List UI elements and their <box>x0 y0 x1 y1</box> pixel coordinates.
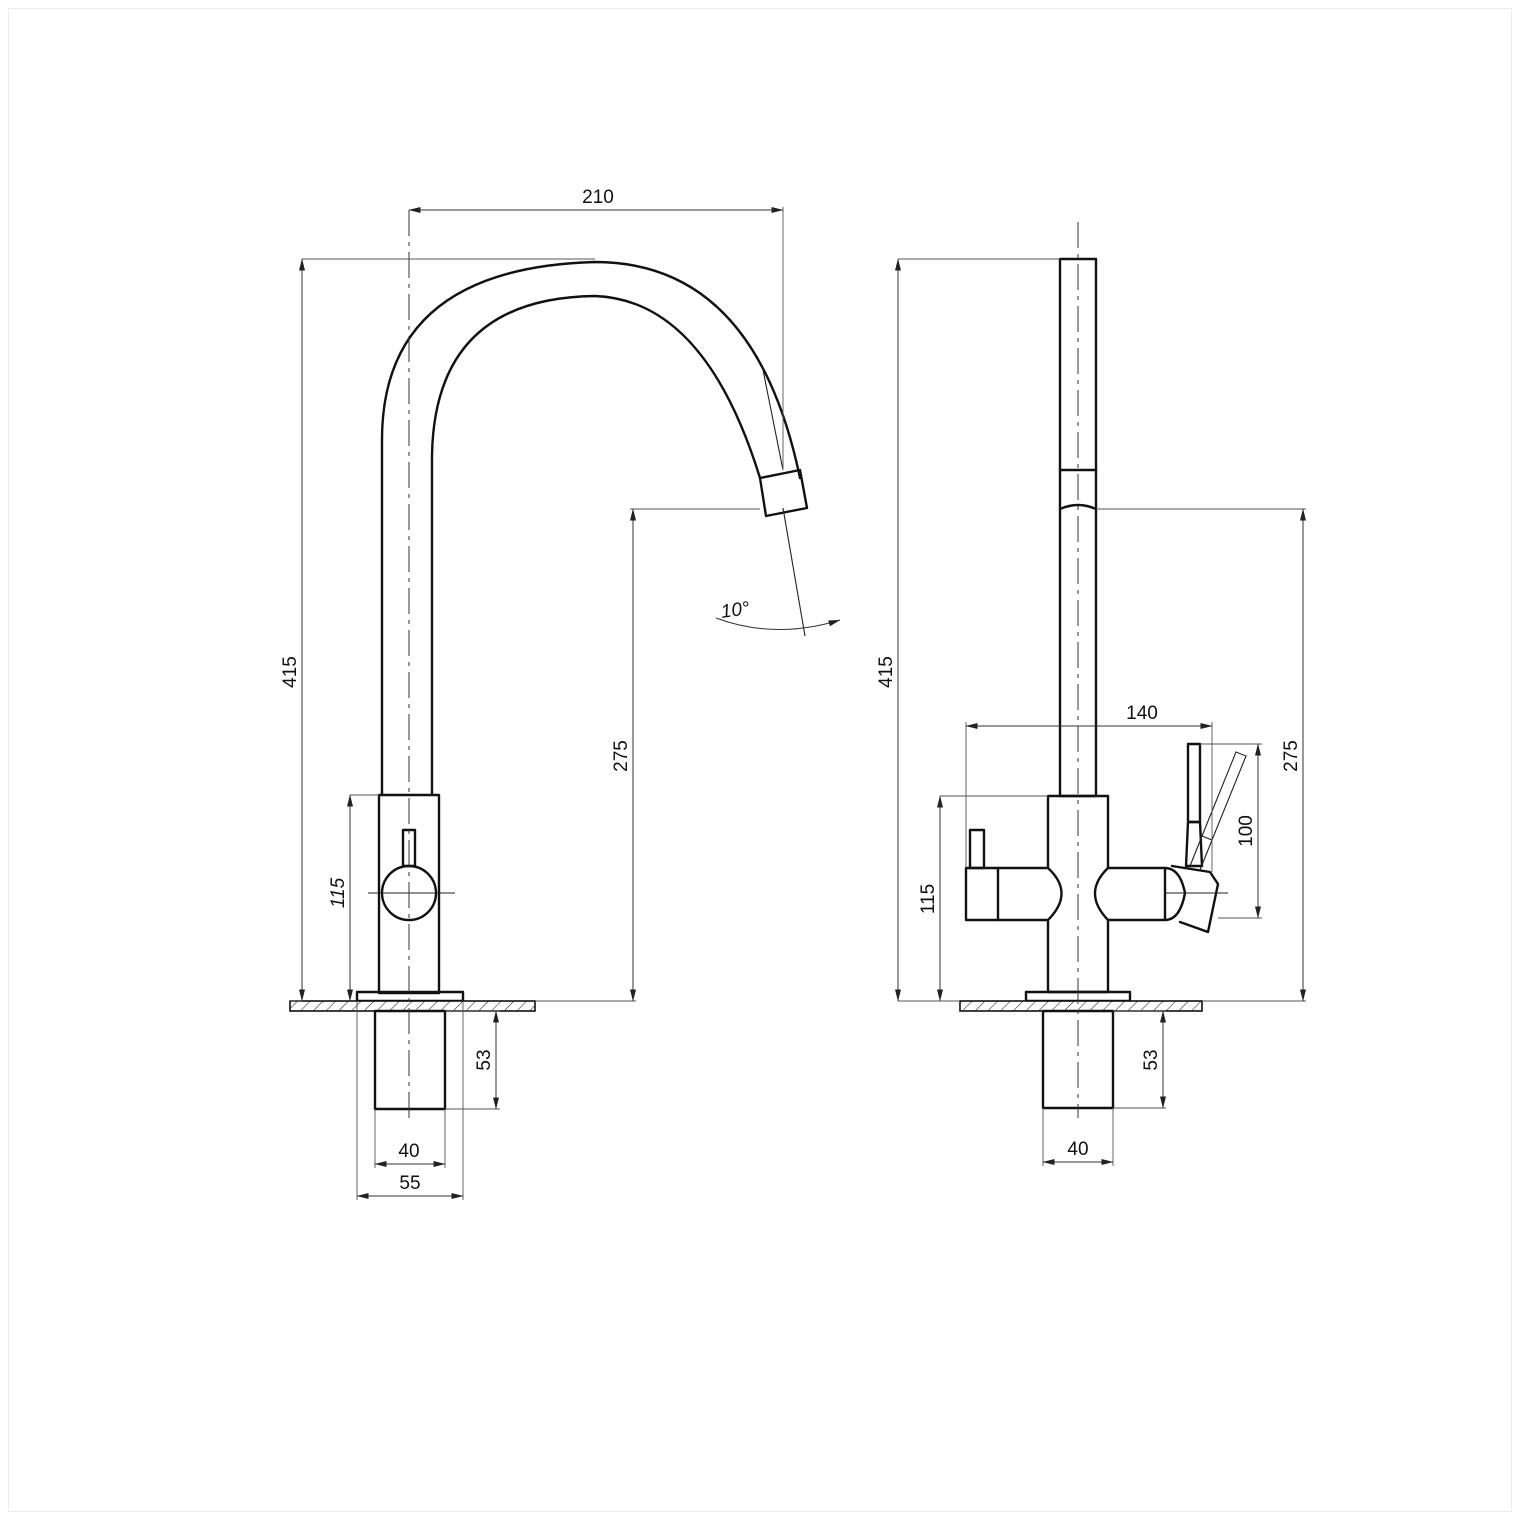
label-side-outlet-height: 275 <box>1281 740 1302 772</box>
label-front-handle-height: 115 <box>328 877 349 908</box>
side-right-joint <box>1170 864 1220 934</box>
front-spout-inner <box>430 294 762 797</box>
front-angle-arc <box>715 617 841 630</box>
front-spout-axis <box>761 364 784 471</box>
label-front-below-deck: 53 <box>474 1049 495 1070</box>
label-side-body-width: 140 <box>1126 703 1158 724</box>
front-shank <box>373 1009 447 1111</box>
label-side-body-height: 115 <box>918 884 939 914</box>
front-outlet-axis <box>782 507 806 637</box>
front-aerator <box>758 468 809 518</box>
side-view: 415 115 140 100 275 53 40 <box>876 222 1306 1166</box>
front-spout-outer <box>380 260 802 797</box>
label-front-base-diameter: 55 <box>399 1173 420 1194</box>
label-side-overall-height: 415 <box>876 656 897 688</box>
side-left-lever <box>968 828 986 870</box>
label-spout-angle: 10° <box>720 598 752 623</box>
label-spout-reach: 210 <box>582 187 614 208</box>
label-front-overall-height: 415 <box>280 656 301 688</box>
side-right-cap <box>1163 866 1187 922</box>
label-front-shank-diameter: 40 <box>398 1141 419 1162</box>
side-right-lever <box>1186 742 1202 824</box>
label-side-below-deck: 53 <box>1141 1049 1162 1070</box>
side-deck <box>959 1000 1203 1012</box>
side-left-arm <box>964 866 1063 922</box>
side-right-arm <box>1093 866 1167 922</box>
front-deck <box>289 1000 536 1012</box>
side-aerator-bottom <box>1058 503 1098 511</box>
label-side-shank-diameter: 40 <box>1067 1139 1088 1160</box>
label-front-outlet-height: 275 <box>611 740 632 772</box>
front-view: 210 415 115 275 10° 53 40 55 <box>280 187 841 1200</box>
drawing-frame <box>8 8 1512 1512</box>
label-side-lever-height: 100 <box>1236 815 1257 847</box>
